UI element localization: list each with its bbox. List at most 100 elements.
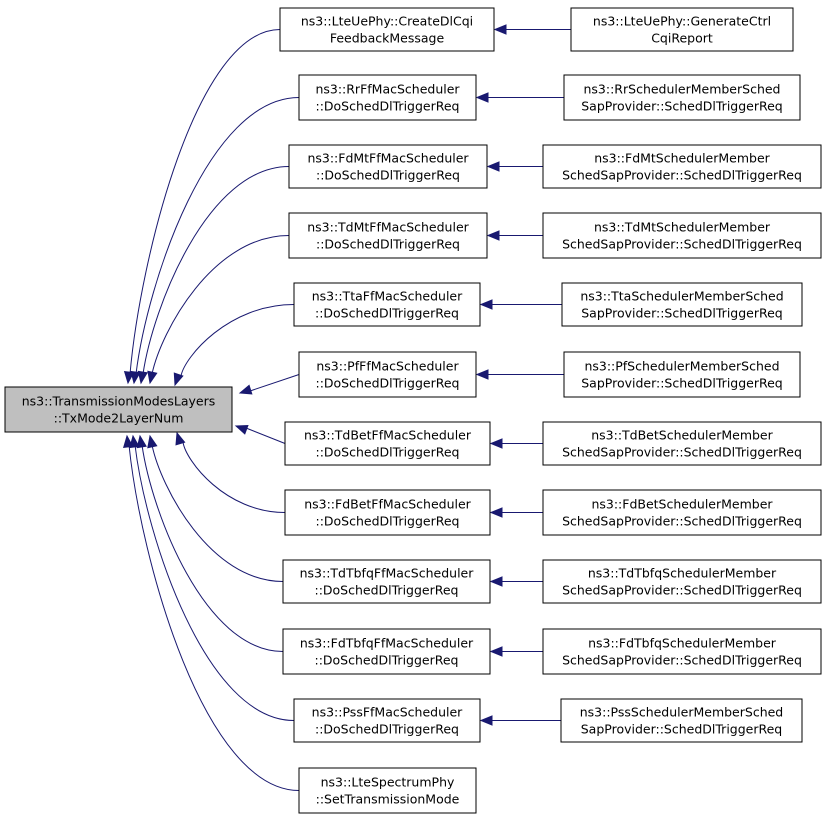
arrowhead-c8-to-root: [175, 431, 186, 446]
caller-node-8-label-line-2: ::DoSchedDlTriggerReq: [315, 514, 459, 529]
caller-node-12-label-line-2: ::SetTransmissionMode: [316, 792, 460, 807]
edge-c9-to-root: [151, 444, 284, 582]
edges-layer: [123, 24, 571, 791]
caller-node-7-box: [284, 421, 491, 466]
second-level-node-3-label-line-1: ns3::FdMtSchedulerMember: [594, 151, 770, 166]
arrowhead-c3-to-root: [137, 370, 148, 385]
edge-c10-to-root: [141, 444, 284, 652]
caller-node-12[interactable]: ns3::LteSpectrumPhy::SetTransmissionMode: [298, 767, 477, 814]
caller-node-4-box: [288, 212, 488, 259]
arrowhead-c9-to-root: [147, 434, 158, 449]
caller-node-9[interactable]: ns3::TdTbfqFfMacScheduler::DoSchedDlTrig…: [282, 559, 491, 604]
caller-node-11-label-line-2: ::DoSchedDlTriggerReq: [315, 722, 459, 737]
second-level-node-6[interactable]: ns3::PfSchedulerMemberSchedSapProvider::…: [563, 351, 801, 398]
caller-node-8-label-line-1: ns3::FdBetFfMacScheduler: [304, 497, 471, 512]
caller-node-11[interactable]: ns3::PssFfMacScheduler::DoSchedDlTrigger…: [293, 698, 481, 743]
second-level-node-7-label-line-2: SchedSapProvider::SchedDlTriggerReq: [562, 445, 802, 460]
arrowhead-c6-to-root: [238, 384, 253, 395]
root-node[interactable]: ns3::TransmissionModesLayers::TxMode2Lay…: [4, 386, 233, 433]
caller-node-4[interactable]: ns3::TdMtFfMacScheduler::DoSchedDlTrigge…: [288, 212, 488, 259]
arrowhead-s8-to-c8: [489, 507, 503, 518]
second-level-node-8-box: [542, 489, 822, 536]
second-level-node-11-box: [560, 698, 803, 743]
caller-node-2[interactable]: ns3::RrFfMacScheduler::DoSchedDlTriggerR…: [298, 74, 477, 121]
caller-node-10[interactable]: ns3::FdTbfqFfMacScheduler::DoSchedDlTrig…: [282, 628, 491, 675]
second-level-node-6-box: [563, 351, 801, 398]
caller-node-6[interactable]: ns3::PfFfMacScheduler::DoSchedDlTriggerR…: [298, 351, 477, 398]
second-level-node-7[interactable]: ns3::TdBetSchedulerMemberSchedSapProvide…: [542, 421, 822, 466]
arrowhead-s7-to-c7: [489, 438, 503, 449]
second-level-node-5-label-line-2: SapProvider::SchedDlTriggerReq: [581, 306, 783, 321]
second-level-node-4-box: [542, 212, 822, 259]
caller-node-3-label-line-2: ::DoSchedDlTriggerReq: [316, 168, 460, 183]
edge-c1-to-root: [129, 29, 281, 375]
caller-node-9-box: [282, 559, 491, 604]
second-level-node-2-label-line-2: SapProvider::SchedDlTriggerReq: [581, 99, 783, 114]
root-node-label-line-1: ns3::TransmissionModesLayers: [22, 394, 216, 409]
arrowhead-c10-to-root: [136, 434, 147, 449]
caller-node-5[interactable]: ns3::TtaFfMacScheduler::DoSchedDlTrigger…: [293, 282, 481, 327]
caller-node-1[interactable]: ns3::LteUePhy::CreateDlCqiFeedbackMessag…: [279, 7, 495, 52]
caller-node-4-label-line-1: ns3::TdMtFfMacScheduler: [307, 220, 469, 235]
caller-node-11-label-line-1: ns3::PssFfMacScheduler: [312, 705, 464, 720]
second-level-node-8[interactable]: ns3::FdBetSchedulerMemberSchedSapProvide…: [542, 489, 822, 536]
second-level-node-9[interactable]: ns3::TdTbfqSchedulerMemberSchedSapProvid…: [542, 559, 822, 604]
arrowhead-s6-to-c6: [475, 369, 489, 380]
caller-node-12-box: [298, 767, 477, 814]
caller-node-9-label-line-1: ns3::TdTbfqFfMacScheduler: [300, 566, 475, 581]
second-level-node-1-label-line-1: ns3::LteUePhy::GenerateCtrl: [593, 14, 771, 29]
second-level-node-1-label-line-2: CqiReport: [651, 31, 713, 46]
caller-node-8[interactable]: ns3::FdBetFfMacScheduler::DoSchedDlTrigg…: [284, 489, 491, 536]
second-level-node-8-label-line-2: SchedSapProvider::SchedDlTriggerReq: [562, 514, 802, 529]
nodes-layer: ns3::TransmissionModesLayers::TxMode2Lay…: [4, 7, 822, 814]
second-level-node-4[interactable]: ns3::TdMtSchedulerMemberSchedSapProvider…: [542, 212, 822, 259]
edge-c5-to-root: [180, 304, 295, 377]
arrowhead-c7-to-root: [234, 424, 249, 435]
second-level-node-10-label-line-1: ns3::FdTbfqSchedulerMember: [588, 636, 777, 651]
caller-node-12-label-line-1: ns3::LteSpectrumPhy: [321, 775, 455, 790]
second-level-node-9-label-line-2: SchedSapProvider::SchedDlTriggerReq: [562, 583, 802, 598]
second-level-node-5-label-line-1: ns3::TtaSchedulerMemberSched: [580, 289, 783, 304]
second-level-node-8-label-line-1: ns3::FdBetSchedulerMember: [591, 497, 773, 512]
second-level-node-3-label-line-2: SchedSapProvider::SchedDlTriggerReq: [562, 168, 802, 183]
caller-node-11-box: [293, 698, 481, 743]
caller-node-3[interactable]: ns3::FdMtFfMacScheduler::DoSchedDlTrigge…: [288, 144, 488, 189]
second-level-node-3[interactable]: ns3::FdMtSchedulerMemberSchedSapProvider…: [542, 144, 822, 189]
caller-node-2-label-line-1: ns3::RrFfMacScheduler: [315, 82, 460, 97]
caller-node-6-label-line-2: ::DoSchedDlTriggerReq: [315, 376, 459, 391]
second-level-node-11-label-line-1: ns3::PssSchedulerMemberSched: [580, 705, 784, 720]
second-level-node-2-box: [563, 74, 801, 121]
caller-node-7-label-line-2: ::DoSchedDlTriggerReq: [315, 445, 459, 460]
edge-c4-to-root: [151, 235, 290, 375]
second-level-node-10[interactable]: ns3::FdTbfqSchedulerMemberSchedSapProvid…: [542, 628, 822, 675]
second-level-node-4-label-line-1: ns3::TdMtSchedulerMember: [594, 220, 771, 235]
second-level-node-4-label-line-2: SchedSapProvider::SchedDlTriggerReq: [562, 237, 802, 252]
second-level-node-1-box: [570, 7, 794, 52]
second-level-node-11[interactable]: ns3::PssSchedulerMemberSchedSapProvider:…: [560, 698, 803, 743]
arrowhead-s11-to-c11: [479, 715, 493, 726]
arrowhead-s9-to-c9: [489, 576, 503, 587]
caller-node-9-label-line-2: ::DoSchedDlTriggerReq: [314, 583, 458, 598]
arrowhead-s2-to-c2: [475, 92, 489, 103]
second-level-node-5[interactable]: ns3::TtaSchedulerMemberSchedSapProvider:…: [561, 282, 803, 327]
root-node-label-line-2: ::TxMode2LayerNum: [54, 411, 184, 426]
arrowhead-c4-to-root: [147, 370, 158, 385]
second-level-node-7-label-line-1: ns3::TdBetSchedulerMember: [591, 428, 773, 443]
caller-node-5-label-line-2: ::DoSchedDlTriggerReq: [315, 306, 459, 321]
edge-c3-to-root: [142, 166, 290, 375]
caller-node-6-box: [298, 351, 477, 398]
arrowhead-s5-to-c5: [479, 299, 493, 310]
caller-node-3-label-line-1: ns3::FdMtFfMacScheduler: [307, 151, 469, 166]
caller-node-8-box: [284, 489, 491, 536]
arrowhead-c5-to-root: [173, 372, 184, 387]
arrowhead-s10-to-c10: [489, 646, 503, 657]
second-level-node-9-label-line-1: ns3::TdTbfqSchedulerMember: [588, 566, 777, 581]
second-level-node-6-label-line-1: ns3::PfSchedulerMemberSched: [584, 359, 779, 374]
root-node-box: [4, 386, 233, 433]
second-level-node-10-label-line-2: SchedSapProvider::SchedDlTriggerReq: [562, 653, 802, 668]
arrowhead-s1-to-c1: [493, 24, 507, 35]
second-level-node-2[interactable]: ns3::RrSchedulerMemberSchedSapProvider::…: [563, 74, 801, 121]
caller-node-7[interactable]: ns3::TdBetFfMacScheduler::DoSchedDlTrigg…: [284, 421, 491, 466]
